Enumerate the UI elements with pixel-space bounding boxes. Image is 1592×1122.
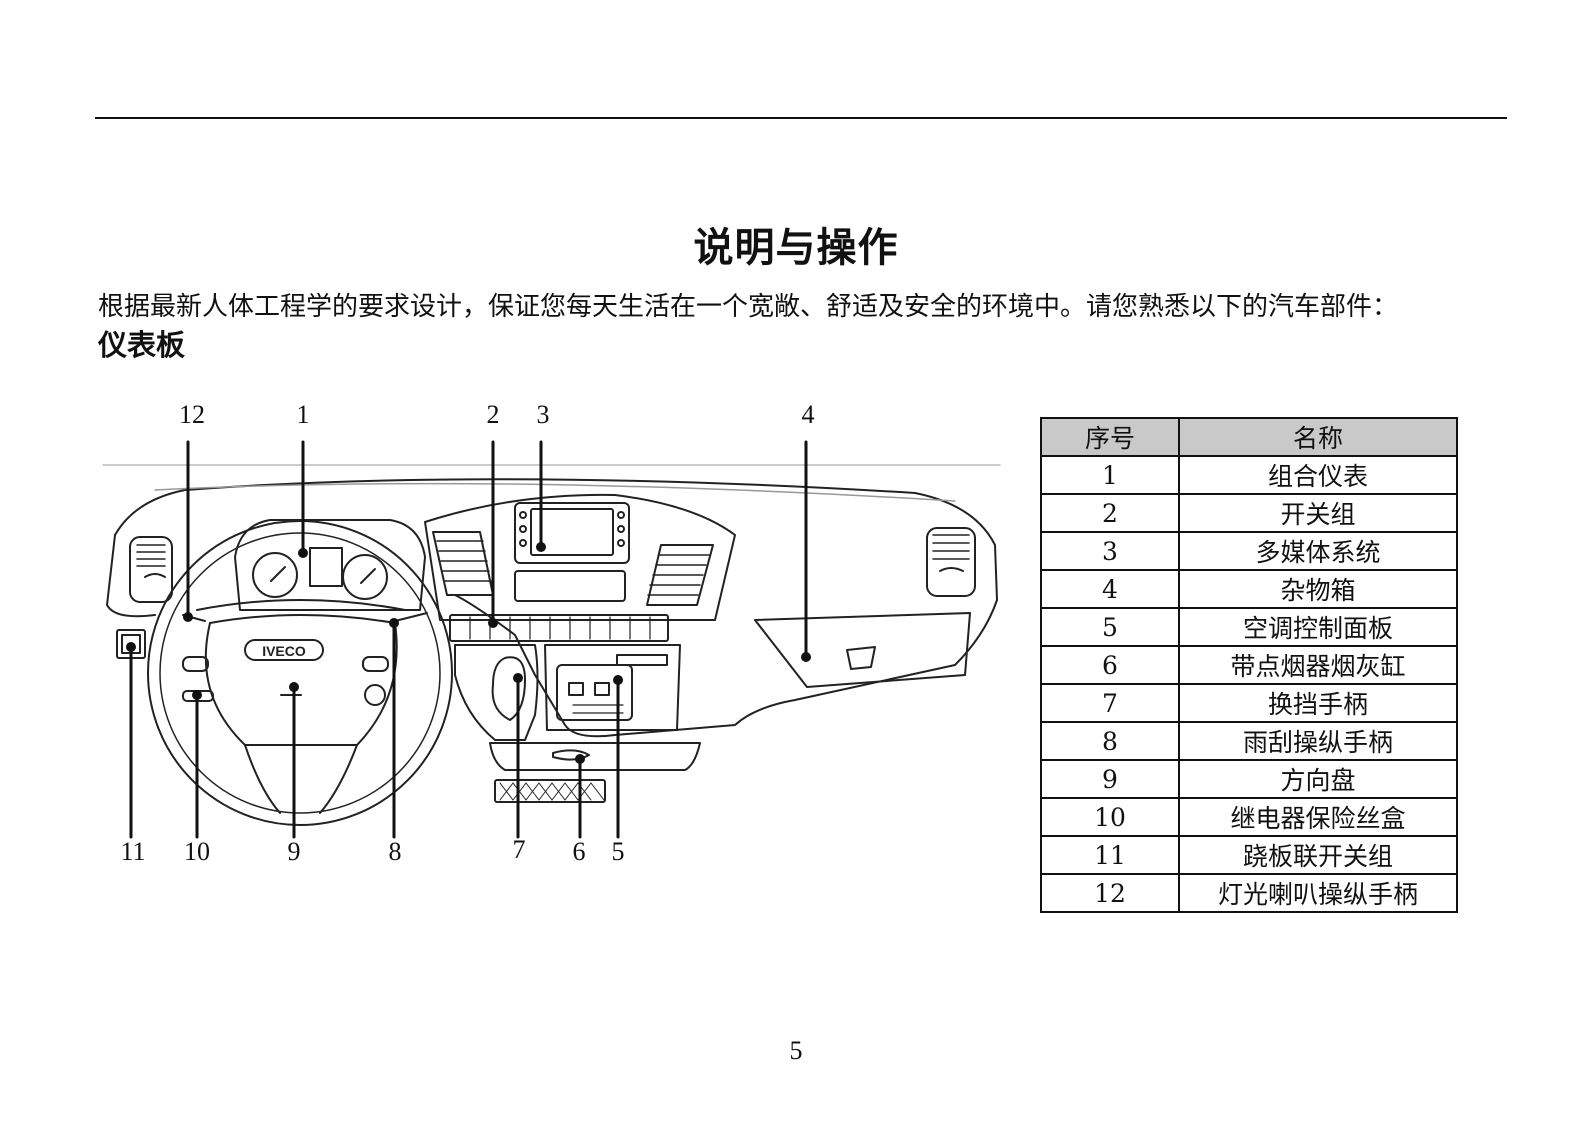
row-number: 4 [1040,569,1180,609]
row-number: 1 [1040,455,1180,495]
row-number: 11 [1040,835,1180,875]
callout-label: 7 [513,835,526,864]
section-title: 仪表板 [98,328,186,362]
row-part-name: 空调控制面板 [1178,607,1458,647]
header-rule [95,117,1507,119]
row-number: 7 [1040,683,1180,723]
callout-label: 11 [120,837,145,866]
row-part-name: 多媒体系统 [1178,531,1458,571]
row-part-name: 雨刮操纵手柄 [1178,721,1458,761]
row-number: 9 [1040,759,1180,799]
column-header-number: 序号 [1040,417,1180,457]
callout-label: 2 [487,400,500,429]
table-header-row: 序号 名称 [1040,417,1458,457]
row-part-name: 杂物箱 [1178,569,1458,609]
row-part-name: 换挡手柄 [1178,683,1458,723]
row-part-name: 跷板联开关组 [1178,835,1458,875]
callout-label: 10 [184,837,210,866]
row-number: 6 [1040,645,1180,685]
row-number: 10 [1040,797,1180,837]
row-part-name: 组合仪表 [1178,455,1458,495]
row-number: 5 [1040,607,1180,647]
row-part-name: 方向盘 [1178,759,1458,799]
callout-label: 6 [573,837,586,866]
callout-label: 5 [612,837,625,866]
row-part-name: 带点烟器烟灰缸 [1178,645,1458,685]
row-number: 12 [1040,873,1180,913]
row-part-name: 开关组 [1178,493,1458,533]
page-number: 5 [789,1036,803,1065]
callout-label: 1 [297,400,310,429]
column-header-name: 名称 [1178,417,1458,457]
callout-label: 9 [288,837,301,866]
dashboard-illustration: IVECO [95,395,1010,875]
row-number: 8 [1040,721,1180,761]
page-title: 说明与操作 [693,225,899,271]
row-number: 2 [1040,493,1180,533]
row-part-name: 继电器保险丝盒 [1178,797,1458,837]
callout-label: 4 [802,400,815,429]
steering-logo-text: IVECO [262,643,306,659]
row-part-name: 灯光喇叭操纵手柄 [1178,873,1458,913]
row-number: 3 [1040,531,1180,571]
intro-paragraph: 根据最新人体工程学的要求设计，保证您每天生活在一个宽敞、舒适及安全的环境中。请您… [98,292,1399,322]
callout-label: 3 [537,400,550,429]
callout-label: 12 [179,400,205,429]
callout-label: 8 [389,837,402,866]
